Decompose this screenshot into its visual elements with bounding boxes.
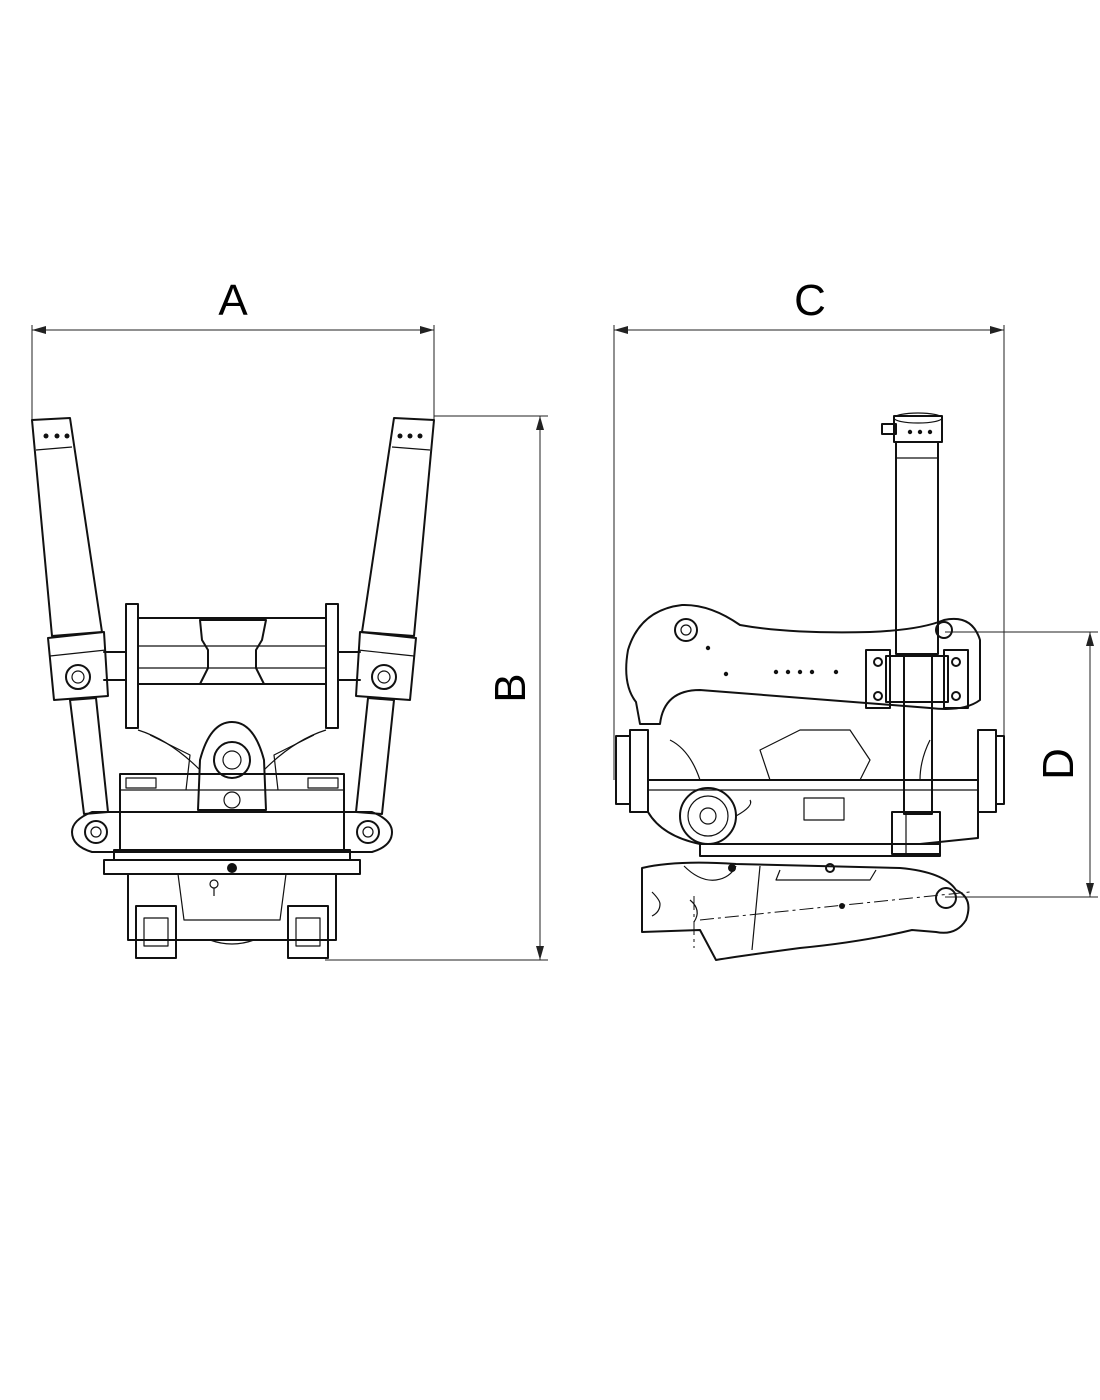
dimension-a: A [31,276,435,425]
side-view-tiltrotator [615,412,1005,961]
dimension-label-a: A [218,276,248,325]
dimension-c: C [613,276,1005,800]
dimension-label-d: D [1034,748,1083,780]
dimension-label-b: B [486,673,535,702]
dimension-d: D [945,631,1098,898]
dimension-label-c: C [794,276,826,325]
dimension-b: B [325,415,548,961]
front-view-tiltrotator [31,417,435,959]
